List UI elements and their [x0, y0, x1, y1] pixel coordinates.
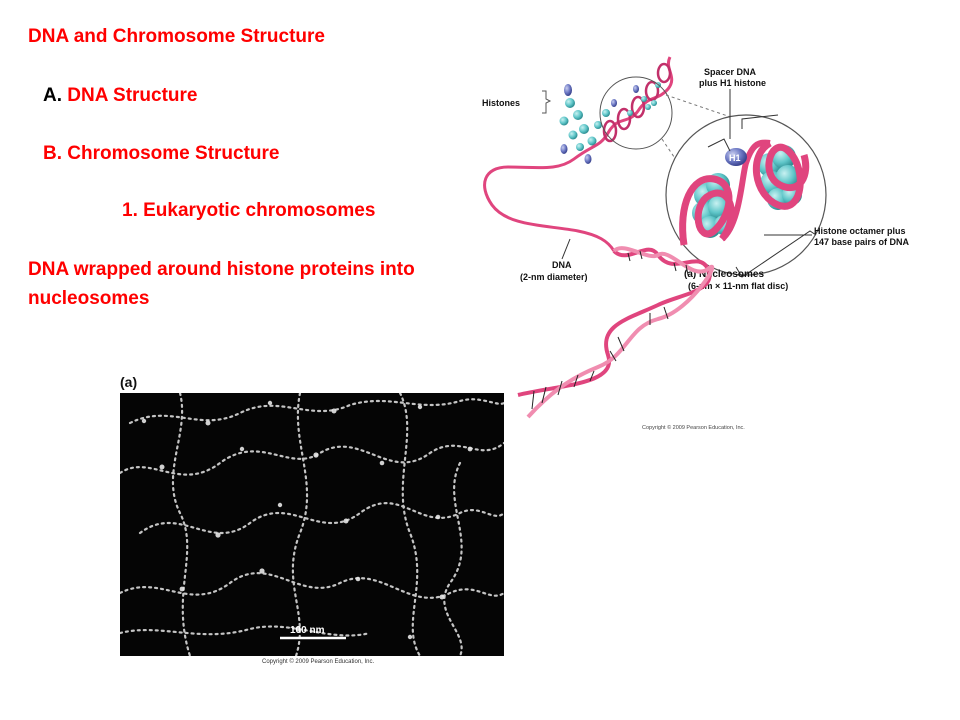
outline-text-a: DNA Structure [67, 85, 197, 106]
outline-marker-a: A. [43, 85, 62, 106]
outline-marker-b: B. [43, 143, 62, 164]
nucleosome-illustration: Histones [478, 55, 950, 435]
nucleosome-diagram: Histones [478, 55, 950, 435]
octamer-label-line2: 147 base pairs of DNA [814, 237, 910, 247]
slide-title: DNA and Chromosome Structure [28, 25, 325, 48]
electron-micrograph: 100 nm [120, 393, 504, 656]
micrograph-copyright: Copyright © 2009 Pearson Education, Inc. [262, 659, 374, 665]
outline-text-b: Chromosome Structure [67, 143, 279, 164]
dna-pointer [562, 239, 570, 259]
histones-label: Histones [482, 98, 520, 108]
dna-diameter-label: (2-nm diameter) [520, 272, 588, 282]
chromatin-fiber [485, 57, 672, 251]
h1-label: H1 [729, 153, 741, 163]
outline-item-b: B. Chromosome Structure [43, 142, 279, 165]
spacer-label-line1: Spacer DNA [704, 67, 757, 77]
caption-line-2: nucleosomes [28, 287, 149, 310]
beads-on-string-image: 100 nm [120, 393, 504, 656]
outline-item-b1: 1. Eukaryotic chromosomes [122, 199, 375, 222]
dna-label: DNA [552, 260, 572, 270]
diagram-copyright: Copyright © 2009 Pearson Education, Inc. [642, 424, 745, 431]
scale-bar-label: 100 nm [290, 625, 325, 636]
outline-item-a: A. DNA Structure [43, 84, 197, 107]
spacer-label-line2: plus H1 histone [699, 78, 766, 88]
caption-line-1: DNA wrapped around histone proteins into [28, 258, 415, 281]
octamer-label-line1: Histone octamer plus [814, 226, 906, 236]
micrograph-panel-label: (a) [120, 374, 137, 390]
histones-bracket [542, 91, 550, 113]
